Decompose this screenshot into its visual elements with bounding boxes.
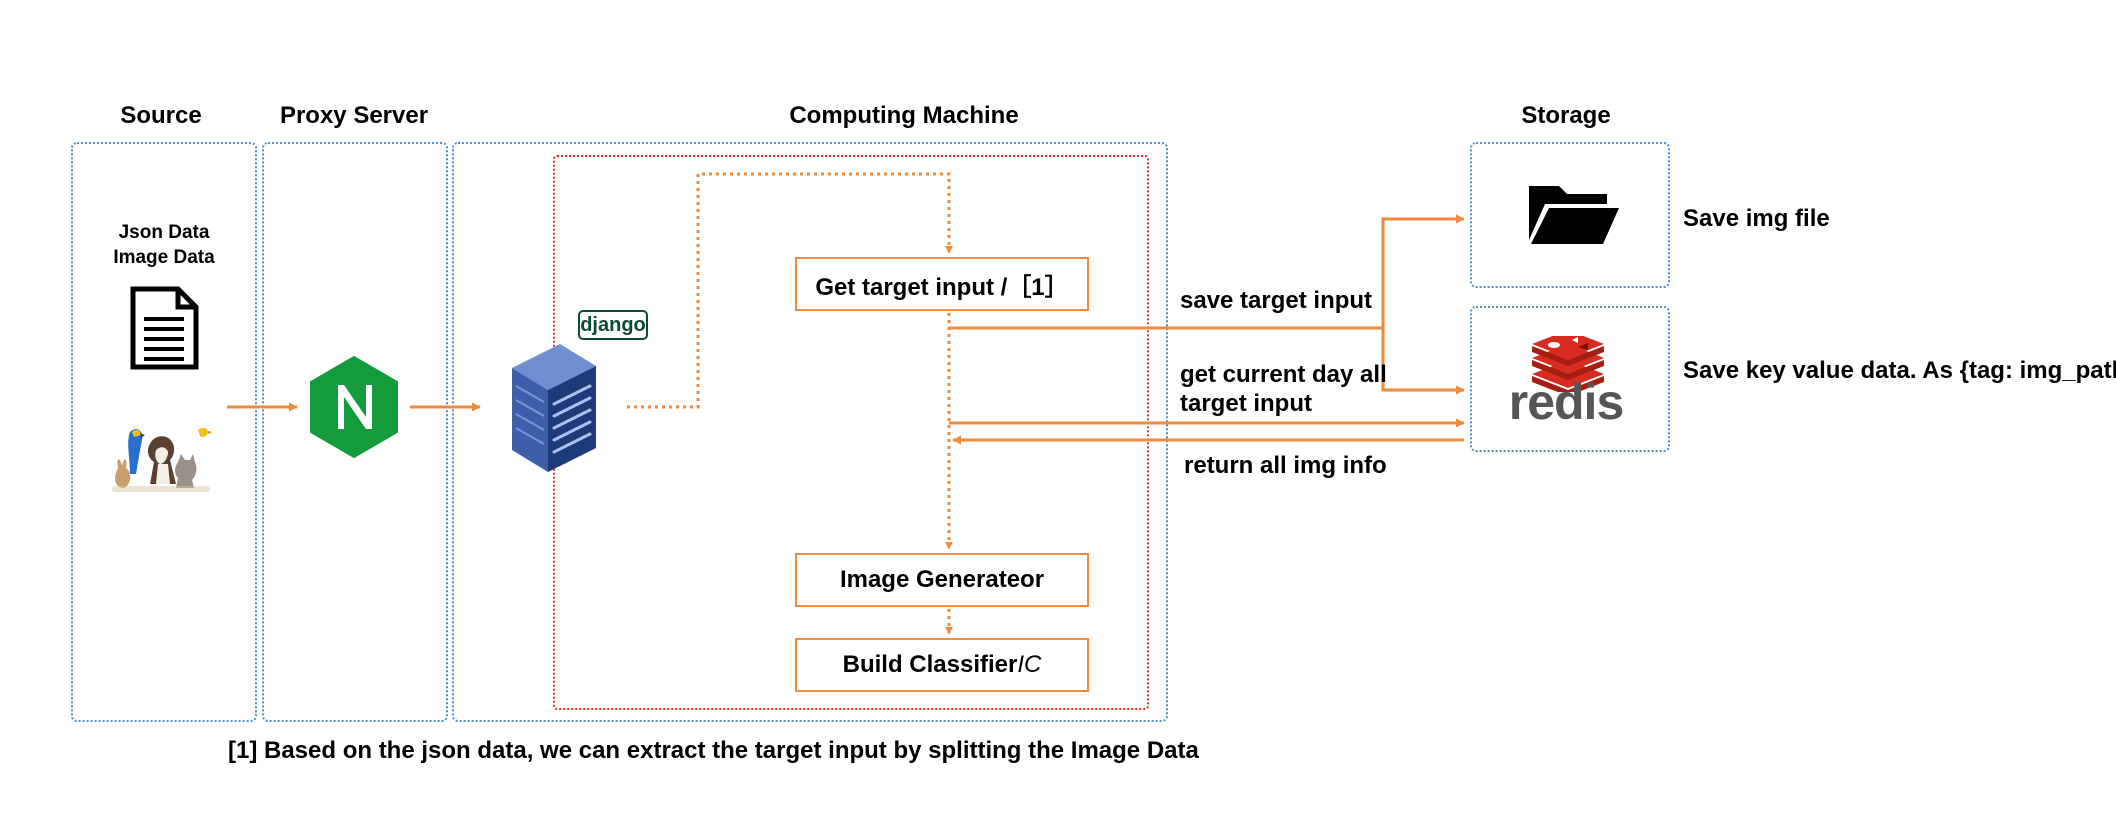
arrow-save-target-to-redis — [1381, 328, 1465, 395]
get-target-input-label: Get target input /［1］ — [815, 273, 1069, 301]
folder-icon — [1529, 186, 1619, 244]
save-img-file-label: Save img file — [1683, 205, 1830, 232]
image-generator-label: Image Generateor — [839, 566, 1045, 593]
arrow-server-to-get-target — [627, 172, 953, 409]
column-header-proxy-server: Proxy Server — [279, 102, 429, 129]
column-header-storage: Storage — [1521, 102, 1611, 129]
animals-image — [112, 427, 212, 492]
build-classifier-box: Build Classifier IC — [795, 638, 1089, 692]
redis-cube-icon — [1532, 336, 1604, 392]
image-generator-box: Image Generateor — [795, 553, 1089, 607]
nginx-icon — [310, 356, 398, 458]
get-current-day-line1: get current day all — [1180, 361, 1387, 388]
build-classifier-label: Build Classifier — [842, 651, 1018, 678]
storage-file-panel — [1470, 142, 1670, 288]
return-img-info-label: return all img info — [1184, 452, 1387, 479]
django-badge-label: django — [580, 313, 646, 336]
redis-logo-text: redis — [1508, 374, 1625, 430]
column-header-source: Source — [120, 102, 202, 129]
source-panel — [71, 142, 257, 722]
get-target-input-box: Get target input /［1］ — [795, 257, 1089, 311]
storage-redis-panel — [1470, 306, 1670, 452]
get-current-day-label: get current day all target input — [1180, 360, 1387, 418]
source-data-labels: Json Data Image Data — [113, 220, 214, 270]
footnote: [1] Based on the json data, we can extra… — [228, 737, 1199, 764]
save-target-input-label: save target input — [1180, 287, 1373, 314]
django-badge: django — [578, 310, 648, 340]
document-icon — [130, 286, 199, 370]
computing-machine-panel — [452, 142, 1168, 722]
get-current-day-line2: target input — [1180, 390, 1312, 417]
arrow-save-target-to-file — [949, 214, 1465, 330]
proxy-server-panel — [262, 142, 448, 722]
save-key-value-label: Save key value data. As {tag: img_path} — [1683, 357, 2116, 384]
build-classifier-ic-label: IC — [1017, 651, 1042, 678]
server-icon — [512, 344, 596, 472]
image-data-label: Image Data — [113, 247, 215, 268]
column-header-computing-machine: Computing Machine — [789, 102, 1019, 129]
json-data-label: Json Data — [118, 222, 210, 243]
